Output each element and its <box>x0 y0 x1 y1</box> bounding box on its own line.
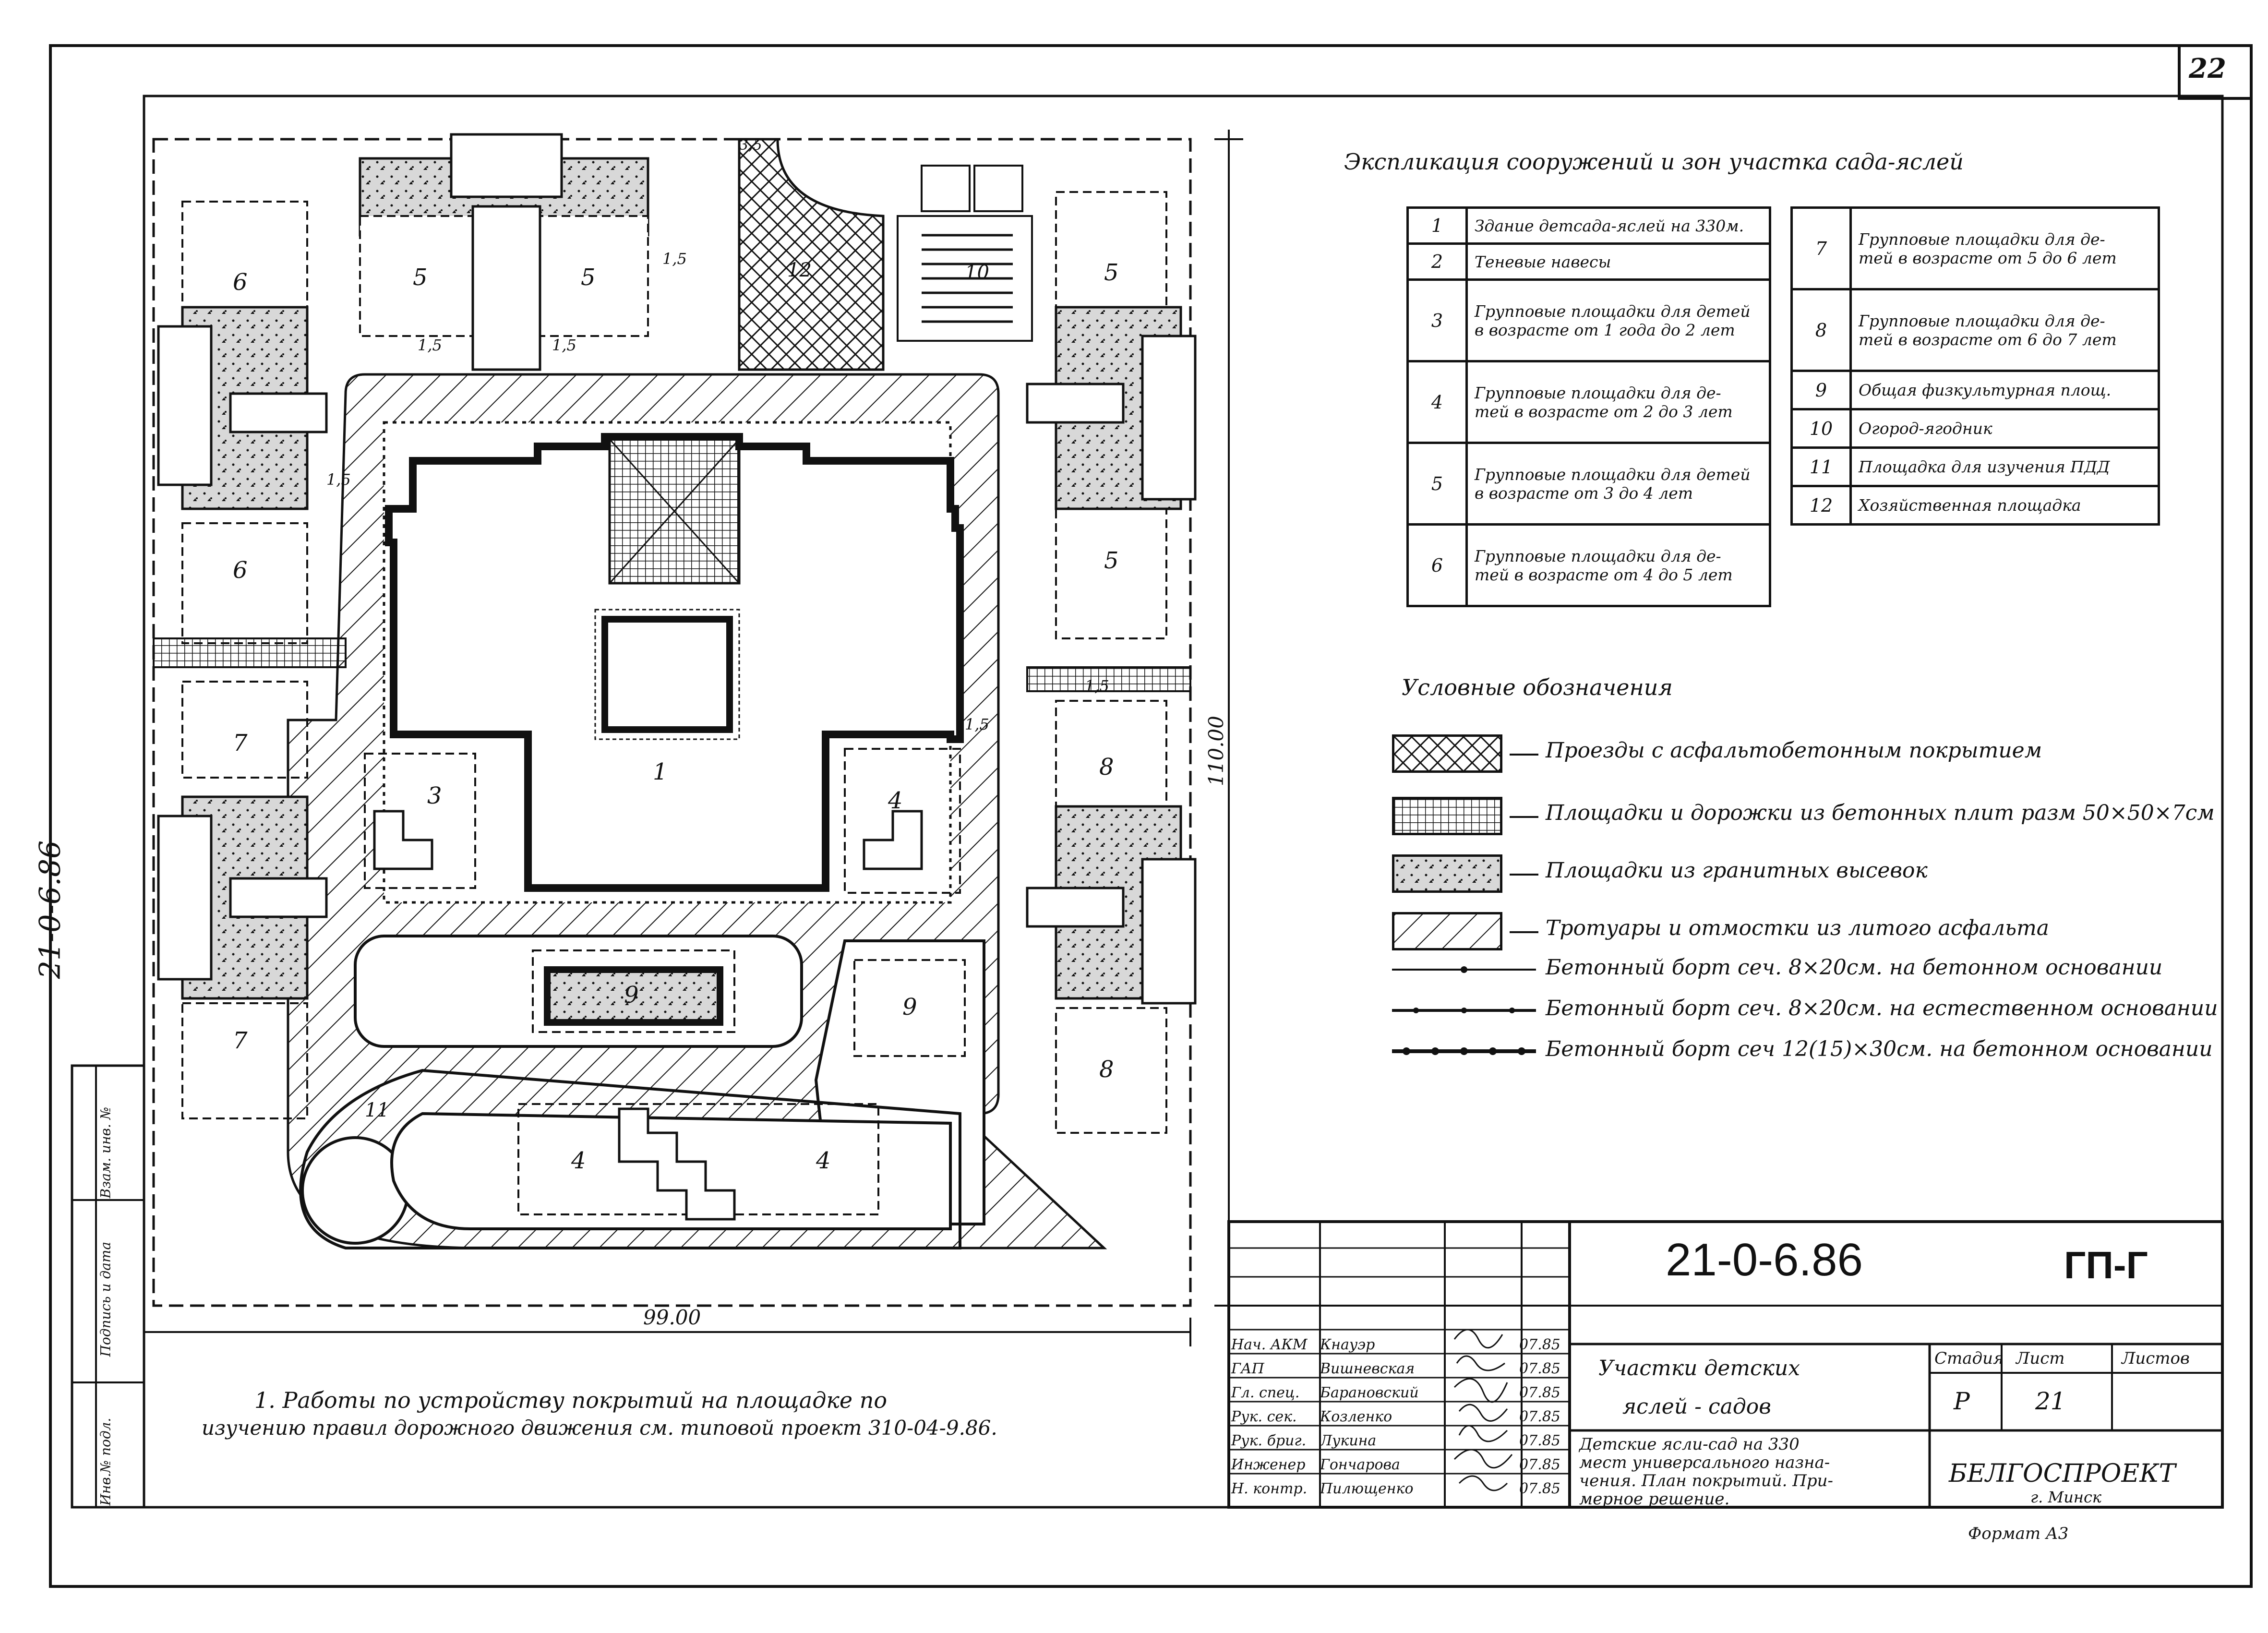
stage-label: Стадия <box>1934 1349 2004 1368</box>
label-4-bottom-right: 4 <box>816 1147 831 1174</box>
label-12: 12 <box>787 259 812 281</box>
legend-line-c <box>1392 1047 1536 1055</box>
side-stamp-1: Инв.№ подл. <box>97 1417 114 1506</box>
doc-code: 21-0-6.86 <box>1666 1234 1863 1285</box>
stage-value: Р <box>1954 1387 1970 1415</box>
label-10: 10 <box>965 262 989 284</box>
dim-small-4: 1,5 <box>326 470 351 489</box>
legend-item: Тротуары и отмостки из литого асфальта <box>1392 912 2208 950</box>
sheet-value: 21 <box>2035 1387 2066 1415</box>
legend-swatch-dots <box>1392 854 1502 893</box>
dim-small-1: 1,5 <box>418 336 442 354</box>
project-line-1: Участки детских <box>1598 1356 1800 1381</box>
label-4-bottom-left: 4 <box>571 1147 586 1174</box>
explication-title: Экспликация сооружений и зон участка сад… <box>1344 149 1964 175</box>
legend-title: Условные обозначения <box>1402 674 1673 700</box>
label-7-b: 7 <box>233 1027 248 1054</box>
doc-mark: ГП-Г <box>2064 1244 2148 1286</box>
legend-swatch-grid <box>1392 797 1502 835</box>
description: Детские ясли-сад на 330 мест универсальн… <box>1579 1435 1834 1509</box>
legend-dash <box>1510 874 1538 876</box>
label-9-a: 9 <box>624 982 639 1009</box>
legend-item: Бетонный борт сеч. 8×20см. на бетонном о… <box>1392 955 2208 984</box>
dim-small-2: 1,5 <box>552 336 576 354</box>
side-stamp-3: Взам. инв. № <box>97 1106 114 1199</box>
project-line-2: яслей - садов <box>1622 1394 1771 1419</box>
legend-swatch-crosshatch <box>1392 734 1502 773</box>
dim-height: 110.00 <box>1204 716 1228 786</box>
format-label: Формат А3 <box>1968 1524 2069 1543</box>
label-5-a: 5 <box>413 264 428 291</box>
label-6-a: 6 <box>233 269 248 296</box>
legend-line-a <box>1392 966 1536 973</box>
side-stamp-2: Подпись и дата <box>97 1241 114 1357</box>
dim-width: 99.00 <box>643 1306 701 1329</box>
sheet-number: 22 <box>2189 53 2226 84</box>
sheets-label: Листов <box>2122 1349 2190 1368</box>
legend-item: Площадки и дорожки из бетонных плит разм… <box>1392 797 2215 835</box>
site-plan <box>143 130 1243 1346</box>
label-5-d: 5 <box>1104 547 1119 574</box>
note-line-2: изучению правил дорожного движения см. т… <box>202 1416 997 1440</box>
sheet-label: Лист <box>2016 1349 2065 1368</box>
legend-swatch-hatch <box>1392 912 1502 950</box>
dim-small-3: 1,5 <box>662 250 687 268</box>
label-8-b: 8 <box>1099 1056 1114 1083</box>
label-5-b: 5 <box>581 264 596 291</box>
legend-line-b <box>1392 1008 1536 1013</box>
label-4-right: 4 <box>888 787 903 814</box>
note-line-1: 1. Работы по устройству покрытий на площ… <box>254 1387 888 1413</box>
label-6-b: 6 <box>233 557 248 584</box>
legend-dash <box>1510 816 1538 818</box>
label-building: 1 <box>653 758 668 785</box>
label-9-b: 9 <box>902 994 917 1021</box>
legend-item: Площадки из гранитных высевок <box>1392 854 2208 893</box>
legend-dash <box>1510 931 1538 933</box>
org-city: г. Минск <box>2030 1488 2101 1506</box>
legend-item: Проезды с асфальтобетонным покрытием <box>1392 734 2208 773</box>
dim-small-5: 1,5 <box>965 715 989 733</box>
legend-item: Бетонный борт сеч 12(15)×30см. на бетонн… <box>1392 1037 2213 1066</box>
dim-small-6: 1,5 <box>1085 677 1109 695</box>
label-11: 11 <box>365 1099 389 1121</box>
side-code: 21-0-6.86 <box>33 840 67 979</box>
legend-item: Бетонный борт сеч. 8×20см. на естественн… <box>1392 996 2218 1025</box>
signature-scribbles <box>1453 1329 1513 1491</box>
label-5-c: 5 <box>1104 259 1119 286</box>
label-7-a: 7 <box>233 730 248 756</box>
label-3: 3 <box>427 782 442 809</box>
dim-small-7: 3,5 <box>739 137 762 154</box>
legend-dash <box>1510 754 1538 756</box>
label-8-a: 8 <box>1099 754 1114 780</box>
org-name: БЕЛГОСПРОЕКТ <box>1949 1459 2176 1488</box>
